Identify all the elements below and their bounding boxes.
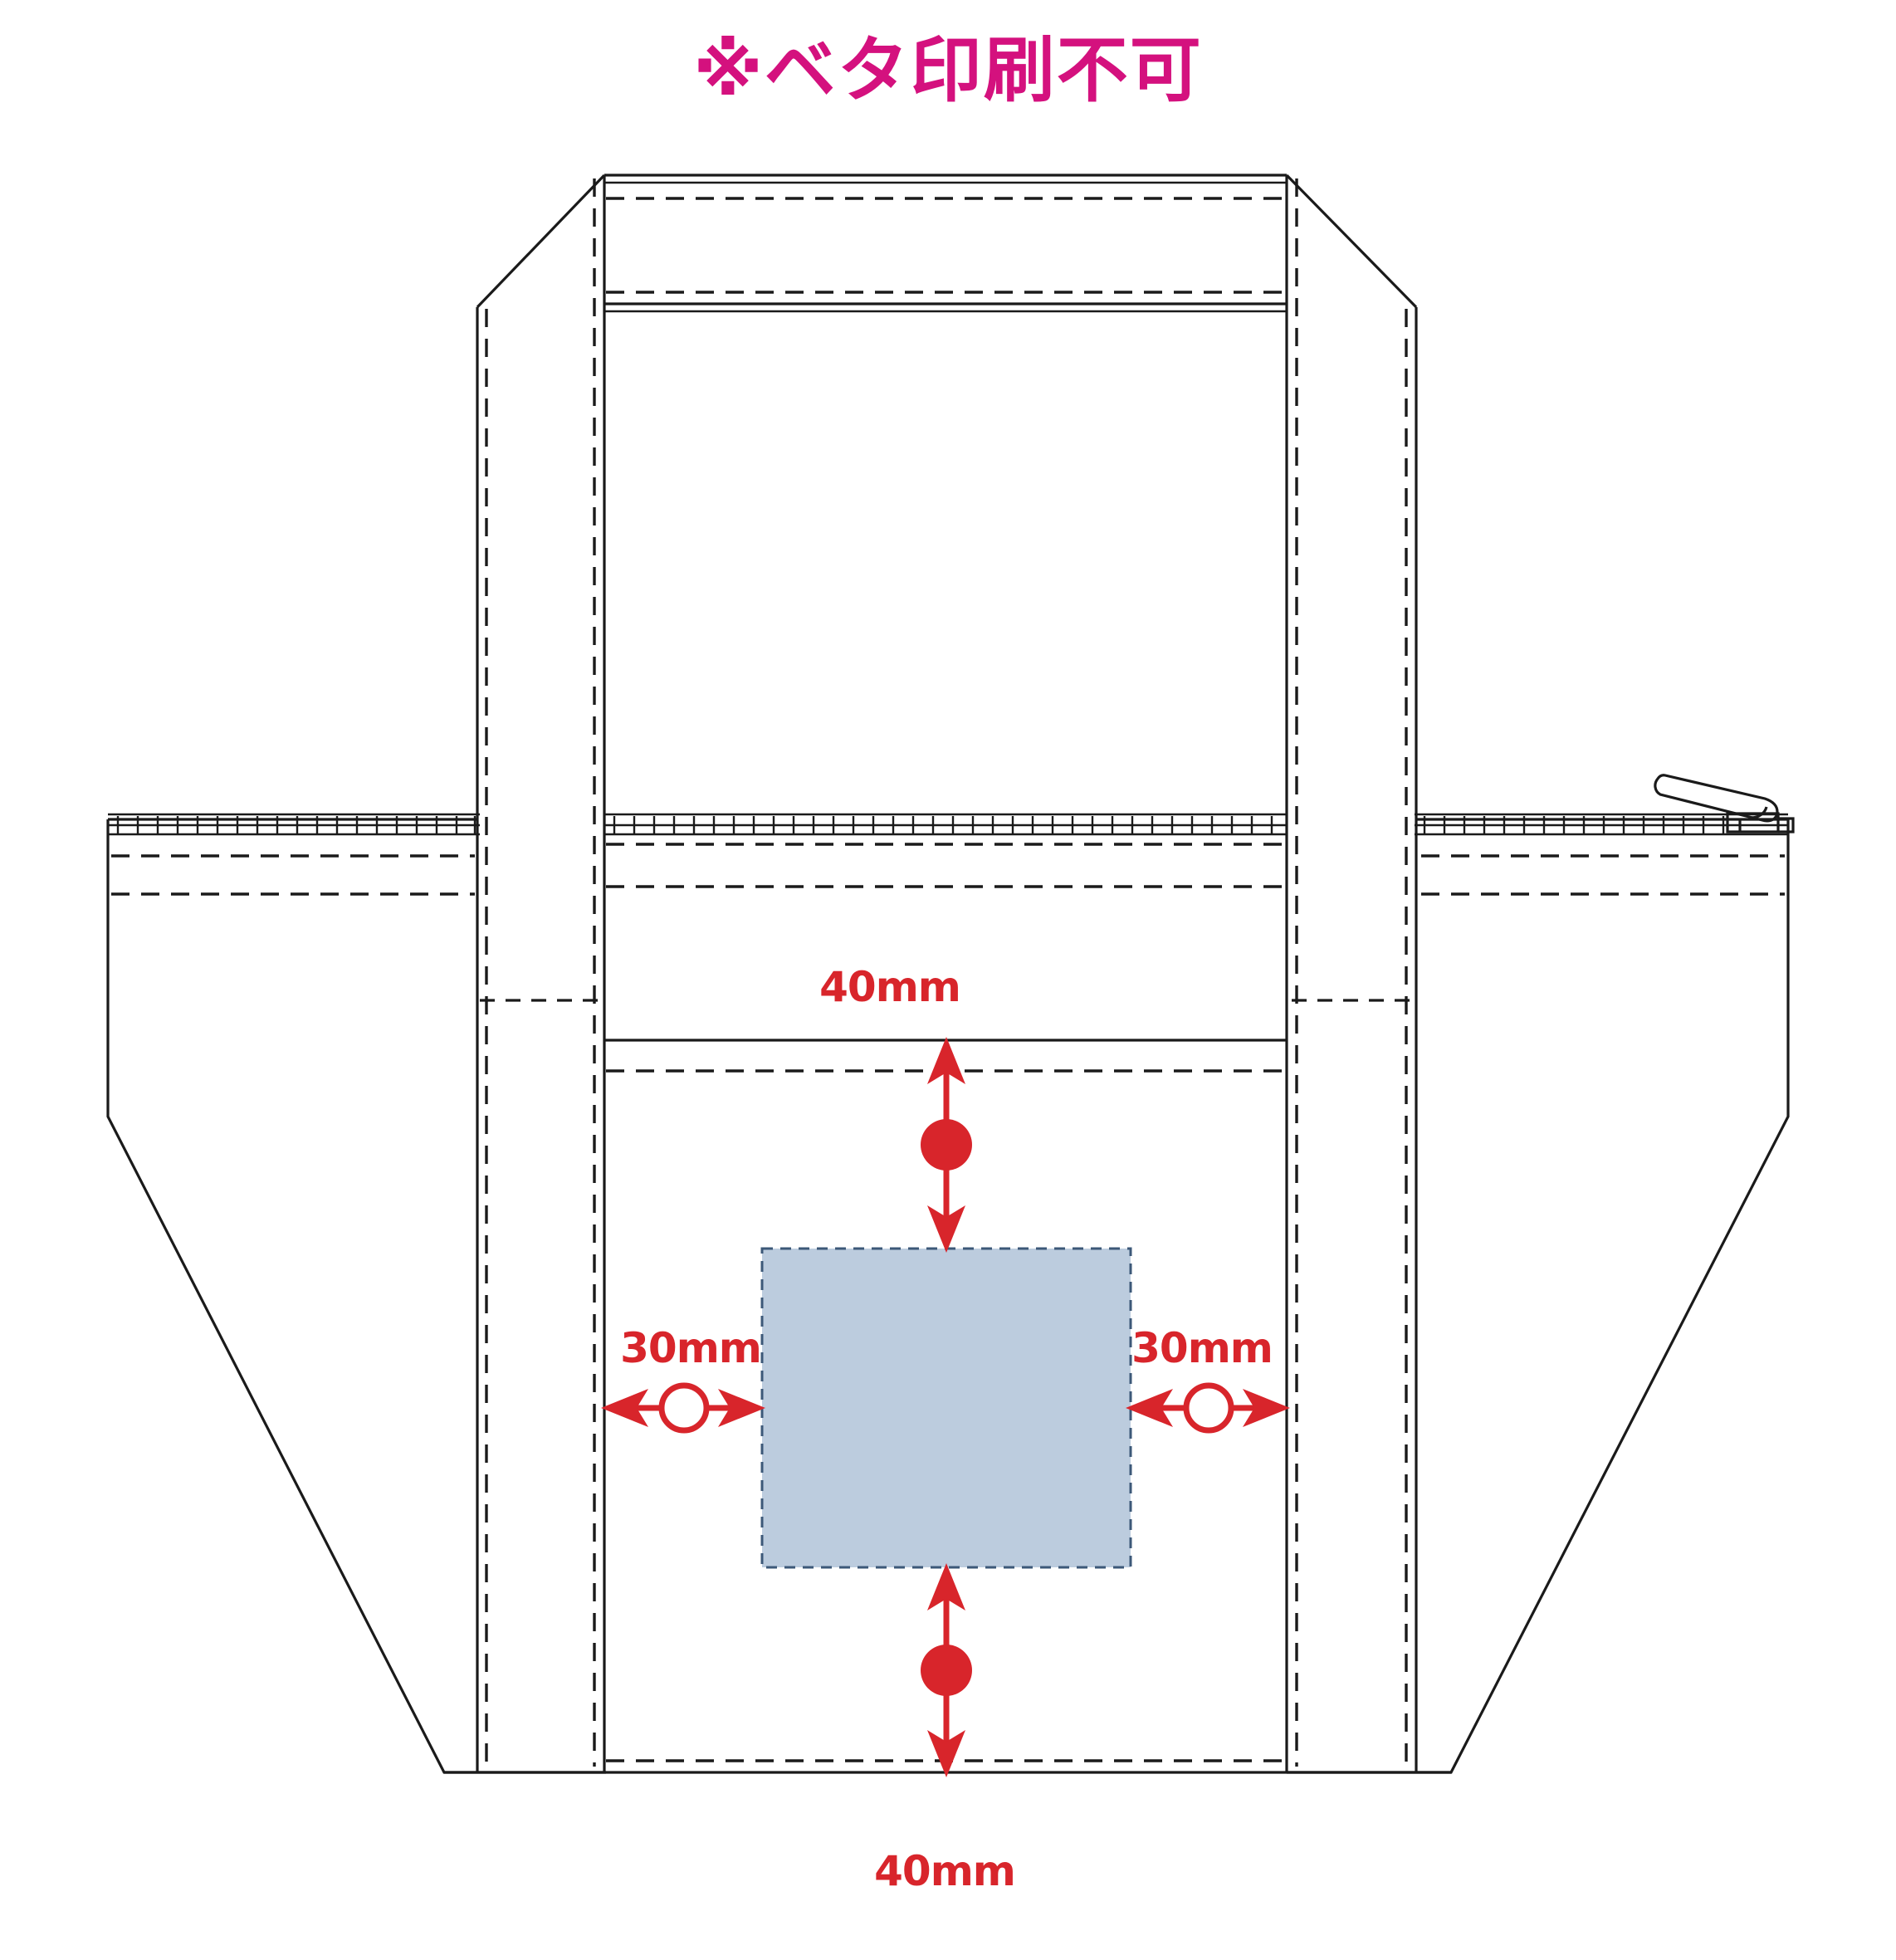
zipper-teeth-left	[108, 813, 480, 896]
top-flap-stitching	[606, 197, 1285, 294]
dimension-arrow-top	[921, 1037, 972, 1253]
left-wing-panel	[106, 818, 606, 1774]
dimension-arrow-right	[1126, 1382, 1290, 1434]
dimension-label-top: 40mm	[819, 963, 961, 1011]
zipper-teeth-center	[604, 813, 1287, 888]
zipper-teeth-right	[1415, 813, 1788, 896]
dimension-arrow-left	[601, 1382, 765, 1434]
page-title: ※ベタ印刷不可	[693, 29, 1203, 112]
dimension-label-left: 30mm	[620, 1324, 762, 1372]
zipper-pull-icon	[1654, 774, 1795, 833]
gusset-left-fold-lines	[485, 178, 596, 1767]
top-flap-bottom-edge	[604, 302, 1287, 313]
gusset-right-fold-lines	[1295, 178, 1408, 1767]
dimension-label-right: 30mm	[1131, 1324, 1273, 1372]
dimension-label-bottom: 40mm	[874, 1847, 1016, 1895]
dimension-arrow-bottom	[921, 1563, 972, 1777]
right-wing-panel	[1287, 818, 1790, 1774]
print-area[interactable]	[760, 1247, 1132, 1569]
